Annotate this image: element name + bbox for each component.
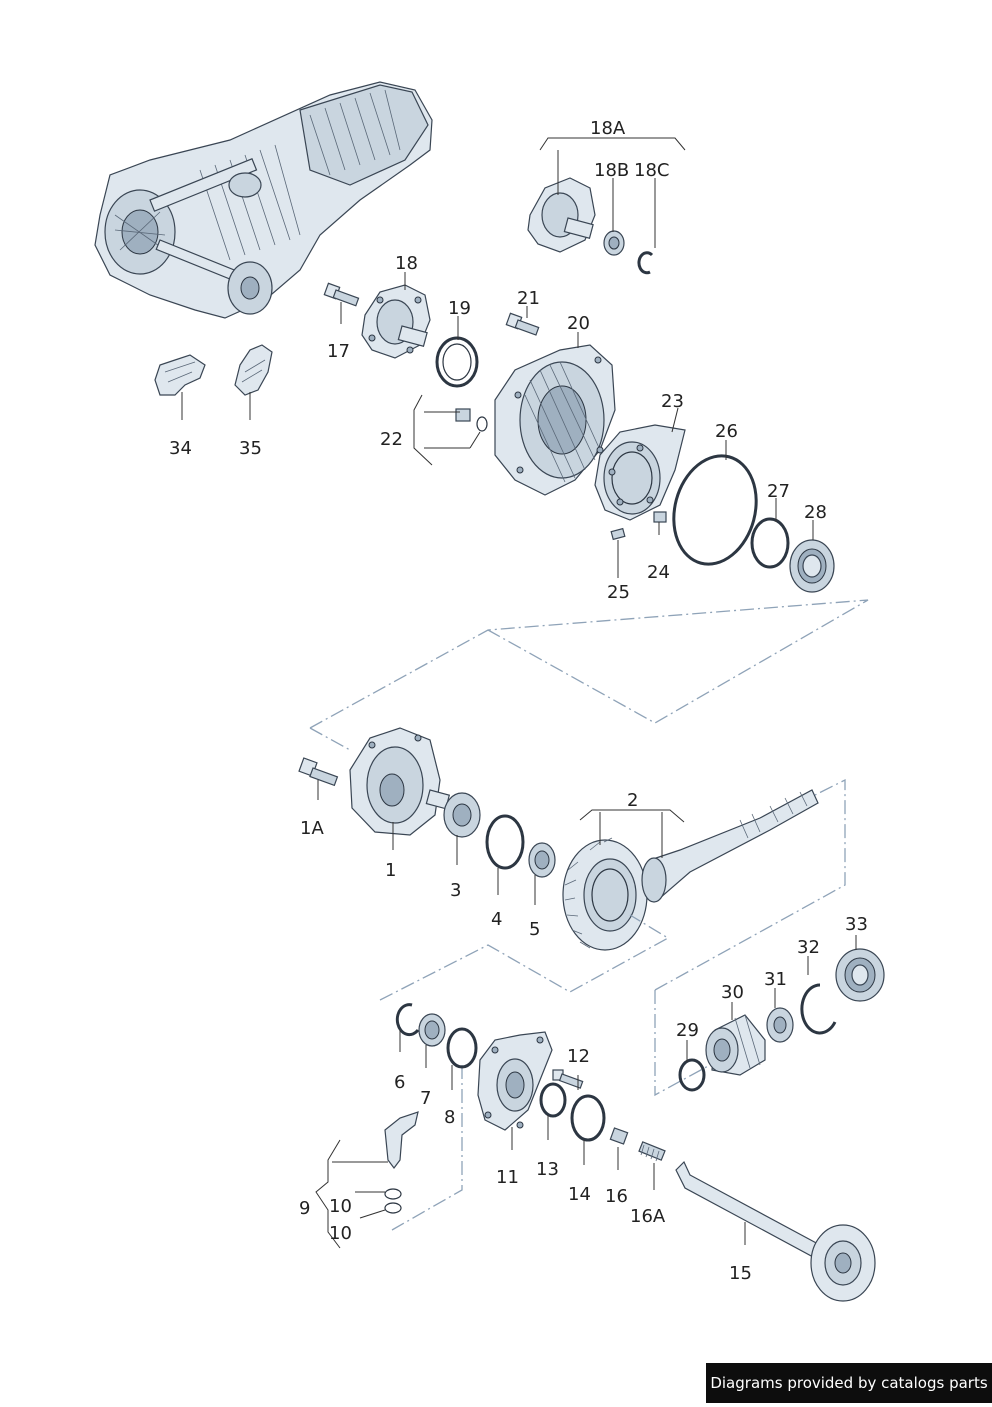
- label-28: 28: [804, 502, 827, 523]
- bolt-17: [323, 282, 360, 307]
- label-10b: 10: [329, 1223, 352, 1244]
- label-16: 16: [605, 1186, 628, 1207]
- flange-18: [361, 284, 431, 359]
- label-11: 11: [496, 1167, 519, 1188]
- label-20: 20: [567, 313, 590, 334]
- label-16A: 16A: [630, 1206, 666, 1227]
- bolt-1A: [298, 757, 339, 787]
- label-14: 14: [568, 1184, 591, 1205]
- shaft-15: [675, 1160, 876, 1302]
- leader-lines: [181, 137, 857, 1249]
- seal-13: [539, 1082, 567, 1118]
- bearing-18B: [603, 230, 625, 256]
- label-18C: 18C: [634, 160, 669, 181]
- label-1A: 1A: [300, 818, 324, 839]
- label-34: 34: [169, 438, 192, 459]
- plug-16: [609, 1127, 629, 1145]
- shim-4: [485, 814, 525, 870]
- snap-ring-6: [395, 1003, 420, 1037]
- differential-case-1: [349, 727, 451, 836]
- flange-18A: [527, 177, 596, 253]
- seal-33: [835, 948, 885, 1002]
- pinion-shaft-2: [641, 789, 819, 903]
- label-7: 7: [420, 1088, 431, 1109]
- label-33: 33: [845, 914, 868, 935]
- label-25: 25: [607, 582, 630, 603]
- flange-11: [477, 1031, 553, 1131]
- label-9: 9: [299, 1198, 310, 1219]
- ring-gear-2: [562, 837, 648, 951]
- label-8: 8: [444, 1107, 455, 1128]
- label-23: 23: [661, 391, 684, 412]
- bracket-34: [154, 354, 206, 396]
- sensor-9: [384, 1111, 419, 1214]
- label-26: 26: [715, 421, 738, 442]
- clip-25: [610, 527, 626, 541]
- spring-16A: [638, 1141, 666, 1162]
- label-17: 17: [327, 341, 350, 362]
- clip-18C: [637, 251, 654, 275]
- label-4: 4: [491, 909, 502, 930]
- label-18: 18: [395, 253, 418, 274]
- housing-20: [494, 344, 616, 496]
- seal-19: [435, 336, 479, 388]
- snap-ring-32: [800, 983, 837, 1035]
- seal-28: [789, 539, 835, 593]
- bearing-5: [528, 842, 556, 878]
- label-19: 19: [448, 298, 471, 319]
- label-27: 27: [767, 481, 790, 502]
- label-5: 5: [529, 919, 540, 940]
- ring-8: [446, 1027, 478, 1069]
- label-10a: 10: [329, 1196, 352, 1217]
- label-15: 15: [729, 1263, 752, 1284]
- label-29: 29: [676, 1020, 699, 1041]
- label-2: 2: [627, 790, 638, 811]
- label-30: 30: [721, 982, 744, 1003]
- bolt-12: [552, 1069, 584, 1089]
- ring-29: [678, 1058, 706, 1092]
- label-18B: 18B: [594, 160, 629, 181]
- bearing-31: [766, 1007, 794, 1043]
- shield-23: [594, 424, 686, 521]
- bracket-35: [234, 344, 273, 396]
- label-18A: 18A: [590, 118, 626, 139]
- plug-22: [455, 408, 488, 432]
- bearing-30: [705, 1014, 766, 1076]
- screw-24: [653, 511, 667, 523]
- bolt-21: [505, 312, 540, 336]
- part-labels: 18A 18B 18C 18 21 19 20 17 23 22 26 34 3…: [169, 118, 868, 1284]
- ring-14: [570, 1094, 606, 1142]
- label-32: 32: [797, 937, 820, 958]
- label-22: 22: [380, 429, 403, 450]
- label-1: 1: [385, 860, 396, 881]
- bearing-3: [443, 792, 481, 838]
- label-21: 21: [517, 288, 540, 309]
- watermark-banner: Diagrams provided by catalogs parts: [706, 1363, 992, 1403]
- gearbox-assembly: [94, 81, 433, 319]
- label-13: 13: [536, 1159, 559, 1180]
- label-35: 35: [239, 438, 262, 459]
- label-31: 31: [764, 969, 787, 990]
- ring-27: [750, 517, 790, 569]
- oring-26: [672, 454, 758, 566]
- label-24: 24: [647, 562, 670, 583]
- label-12: 12: [567, 1046, 590, 1067]
- label-3: 3: [450, 880, 461, 901]
- label-6: 6: [394, 1072, 405, 1093]
- bearing-7: [418, 1013, 446, 1047]
